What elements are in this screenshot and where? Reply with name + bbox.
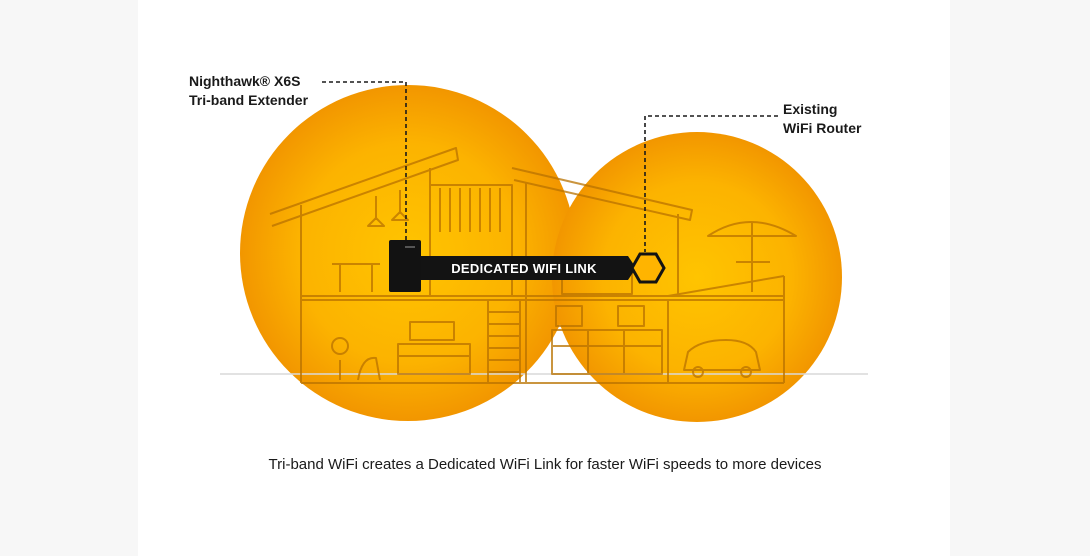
router-callout: Existing WiFi Router (783, 100, 861, 138)
dedicated-link-label: DEDICATED WIFI LINK (451, 261, 597, 276)
dedicated-link-band (414, 256, 636, 280)
diagram-caption: Tri-band WiFi creates a Dedicated WiFi L… (268, 456, 822, 473)
router-label-line2: WiFi Router (783, 120, 862, 136)
extender-label-line1: Nighthawk® X6S (189, 73, 301, 89)
extender-leader-line (322, 81, 407, 246)
router-leader-line (644, 115, 778, 252)
extender-label-line2: Tri-band Extender (189, 92, 309, 108)
router-label-line1: Existing (783, 101, 838, 117)
extender-device-icon (389, 240, 421, 292)
extender-callout: Nighthawk® X6S Tri-band Extender (189, 72, 308, 110)
router-hexagon-icon (630, 252, 666, 284)
